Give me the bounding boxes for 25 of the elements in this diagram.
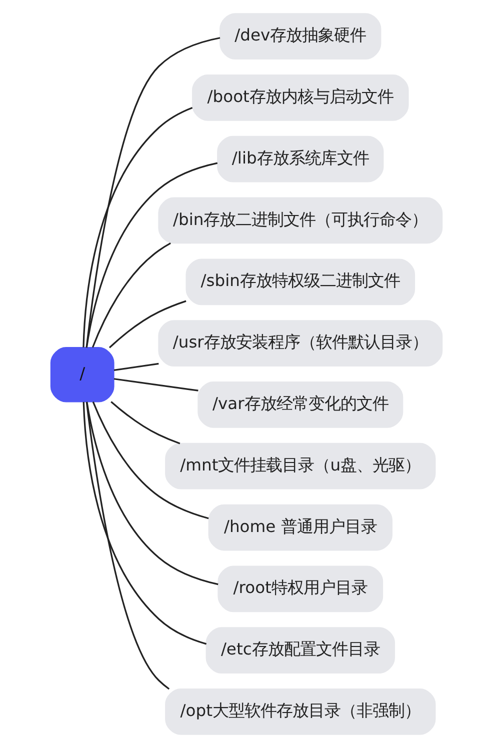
connector <box>82 106 192 348</box>
node-box: /mnt文件挂载目录（u盘、光驱） <box>164 442 436 490</box>
connector <box>92 402 208 520</box>
connector <box>85 162 218 348</box>
connector <box>91 242 170 348</box>
connector <box>113 362 158 372</box>
node-box: / <box>50 347 114 402</box>
node-box: /bin存放二进制文件（可执行命令） <box>158 197 442 244</box>
connector <box>108 300 186 348</box>
node-box: /usr存放安装程序（软件默认目录） <box>158 320 442 366</box>
connector <box>85 37 220 348</box>
node-box: /opt大型软件存放目录（非强制） <box>164 688 436 735</box>
connector <box>85 402 170 690</box>
connector <box>113 378 198 392</box>
node-box: /etc存放配置文件目录 <box>205 627 394 674</box>
node-box: /home 普通用户目录 <box>208 504 392 551</box>
connector <box>86 402 218 586</box>
connector <box>82 402 206 645</box>
node-box: /var存放经常变化的文件 <box>197 382 403 428</box>
node-box: /boot存放内核与启动文件 <box>191 74 408 121</box>
node-box: /dev存放抽象硬件 <box>219 13 381 60</box>
node-box: /root特权用户目录 <box>217 566 383 612</box>
node-box: /sbin存放特权级二进制文件 <box>185 258 415 306</box>
connector <box>110 401 180 444</box>
node-box: /lib存放系统库文件 <box>216 136 384 182</box>
